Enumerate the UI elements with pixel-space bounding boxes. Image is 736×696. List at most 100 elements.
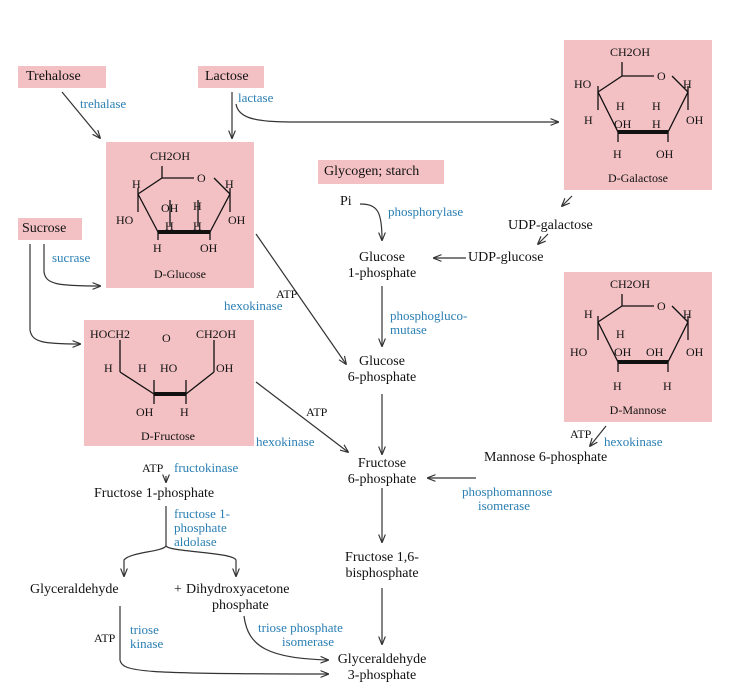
fructose-16-bisphosphate-line2: bisphosphate <box>345 566 419 581</box>
d-galactose-box <box>564 40 712 190</box>
d-glucose-label: D-Glucose <box>154 267 206 281</box>
fructose-6-phosphate-line1: Fructose <box>357 456 407 471</box>
fructose-1-phosphate-label: Fructose 1-phosphate <box>94 486 215 501</box>
d-glucose-box <box>106 142 254 288</box>
pi-text: Pi <box>340 194 352 209</box>
triose-kinase-line2: kinase <box>130 636 164 651</box>
mannose-oh-c2: OH <box>646 345 664 359</box>
d-galactose-label: D-Galactose <box>608 171 668 185</box>
fructose-hoch2: HOCH2 <box>90 327 131 341</box>
glucose-ch2oh: CH2OH <box>150 149 191 163</box>
galactose-ho-c4: HO <box>574 77 592 91</box>
galactose-oh-c3: OH <box>614 117 632 131</box>
phosphomannose-isomerase-line2: isomerase <box>478 498 530 513</box>
f1p-aldolase-line1: fructose 1- <box>174 506 230 521</box>
glucose-ho-c4: HO <box>116 213 134 227</box>
glyceraldehyde-3-phosphate-line1: Glyceraldehyde <box>337 652 427 667</box>
mannose-h-c2: H <box>663 379 672 393</box>
lactase-label: lactase <box>238 90 274 105</box>
galactose-oh-c2: OH <box>656 147 674 161</box>
mannose-ho-c4: HO <box>570 345 588 359</box>
glyceraldehyde-label: Glyceraldehyde <box>30 582 119 597</box>
galactose-h-c4: H <box>584 113 593 127</box>
lactose-box <box>198 66 264 88</box>
glucose-6-phosphate-line2: 6-phosphate <box>347 370 417 385</box>
hexokinase-mannose-label: hexokinase <box>604 434 663 449</box>
fructose-h-c4: H <box>138 361 147 375</box>
d-fructose-box <box>84 320 254 446</box>
galactose-h-c2: H <box>652 99 661 113</box>
glucose-ring <box>137 166 231 240</box>
fructose-ch2oh: CH2OH <box>196 327 237 341</box>
glucose-6-phosphate-line1: Glucose <box>359 354 405 369</box>
glucose-h-c2: H <box>193 199 202 213</box>
atp-fructokinase: ATP <box>142 461 164 475</box>
f1p-aldolase-line2: phosphate <box>174 520 227 535</box>
triose-phosphate-isomerase-line1: triose phosphate <box>258 620 343 635</box>
trehalase-label: trehalase <box>80 96 127 111</box>
trehalose-label: Trehalose <box>26 69 81 84</box>
pathway-arrows <box>29 91 607 674</box>
f1p-aldolase-line3: aldolase <box>174 534 217 549</box>
phosphoglucomutase-line2: mutase <box>390 322 427 337</box>
fructose-ring <box>119 340 215 404</box>
triose-kinase-line1: triose <box>130 622 159 637</box>
mannose-h-c3: H <box>613 379 622 393</box>
mannose-oh-c3: OH <box>614 345 632 359</box>
atp-triose-kinase: ATP <box>94 631 116 645</box>
triose-phosphate-isomerase-line2: isomerase <box>282 634 334 649</box>
fructose-ring-o: O <box>162 331 171 345</box>
galactose-h-c5: H <box>616 99 625 113</box>
mannose-ch2oh: CH2OH <box>610 277 651 291</box>
udp-galactose-label: UDP-galactose <box>508 218 593 233</box>
sucrose-box <box>18 218 82 240</box>
mannose-oh-c1: OH <box>686 345 704 359</box>
atp-hexokinase-fructose: ATP <box>306 405 328 419</box>
mannose-ring-o: O <box>657 299 666 313</box>
fructose-16-bisphosphate-line1: Fructose 1,6- <box>345 550 419 565</box>
d-fructose-label: D-Fructose <box>141 429 195 443</box>
galactose-ring <box>597 62 689 142</box>
fructose-h-c3: H <box>180 405 189 419</box>
atp-hexokinase-mannose: ATP <box>570 427 592 441</box>
galactose-h-c1: H <box>683 77 692 91</box>
glucose-1-phosphate-line2: 1-phosphate <box>347 266 417 281</box>
glucose-oh-c3: OH <box>161 201 179 215</box>
udp-glucose-label: UDP-glucose <box>468 250 544 265</box>
d-mannose-label: D-Mannose <box>609 403 667 417</box>
hexokinase-glucose-label: hexokinase <box>224 298 283 313</box>
atp-hexokinase-glucose: ATP <box>276 287 298 301</box>
sucrase-label: sucrase <box>52 250 91 265</box>
sucrose-label: Sucrose <box>22 221 67 236</box>
glucose-h-c3: H <box>193 219 202 233</box>
fructose-ho-c3: HO <box>160 361 178 375</box>
galactose-h-c3b: H <box>613 147 622 161</box>
phosphoglucomutase-line1: phosphogluco- <box>390 308 468 323</box>
fructose-oh-c2: OH <box>216 361 234 375</box>
pi-label: Pi <box>340 194 352 210</box>
galactose-ring-o: O <box>657 69 666 83</box>
phosphorylase-label: phosphorylase <box>388 204 464 219</box>
glycogen-box <box>318 160 444 184</box>
plus-sign: + <box>174 582 182 597</box>
glucose-h-c4b: H <box>153 241 162 255</box>
hexokinase-fructose-label: hexokinase <box>256 434 315 449</box>
mannose-h-c1: H <box>683 307 692 321</box>
galactose-oh-c1: OH <box>686 113 704 127</box>
mannose-h-c5: H <box>584 307 593 321</box>
fructokinase-label: fructokinase <box>174 460 239 475</box>
lactose-label: Lactose <box>205 69 249 84</box>
dhap-phosphate-label: phosphate <box>212 598 269 613</box>
glucose-ring-o: O <box>197 171 206 185</box>
phosphomannose-isomerase-line1: phosphomannose <box>462 484 553 499</box>
mannose-6-phosphate-label: Mannose 6-phosphate <box>484 450 608 465</box>
dihydroxyacetone-label: Dihydroxyacetone <box>186 582 290 597</box>
trehalose-box <box>18 66 106 88</box>
glucose-h-c5: H <box>132 177 141 191</box>
glycogen-starch-label: Glycogen; starch <box>324 164 420 179</box>
galactose-ch2oh: CH2OH <box>610 45 651 59</box>
mannose-h-c4: H <box>616 327 625 341</box>
fructose-h-c5: H <box>104 361 113 375</box>
